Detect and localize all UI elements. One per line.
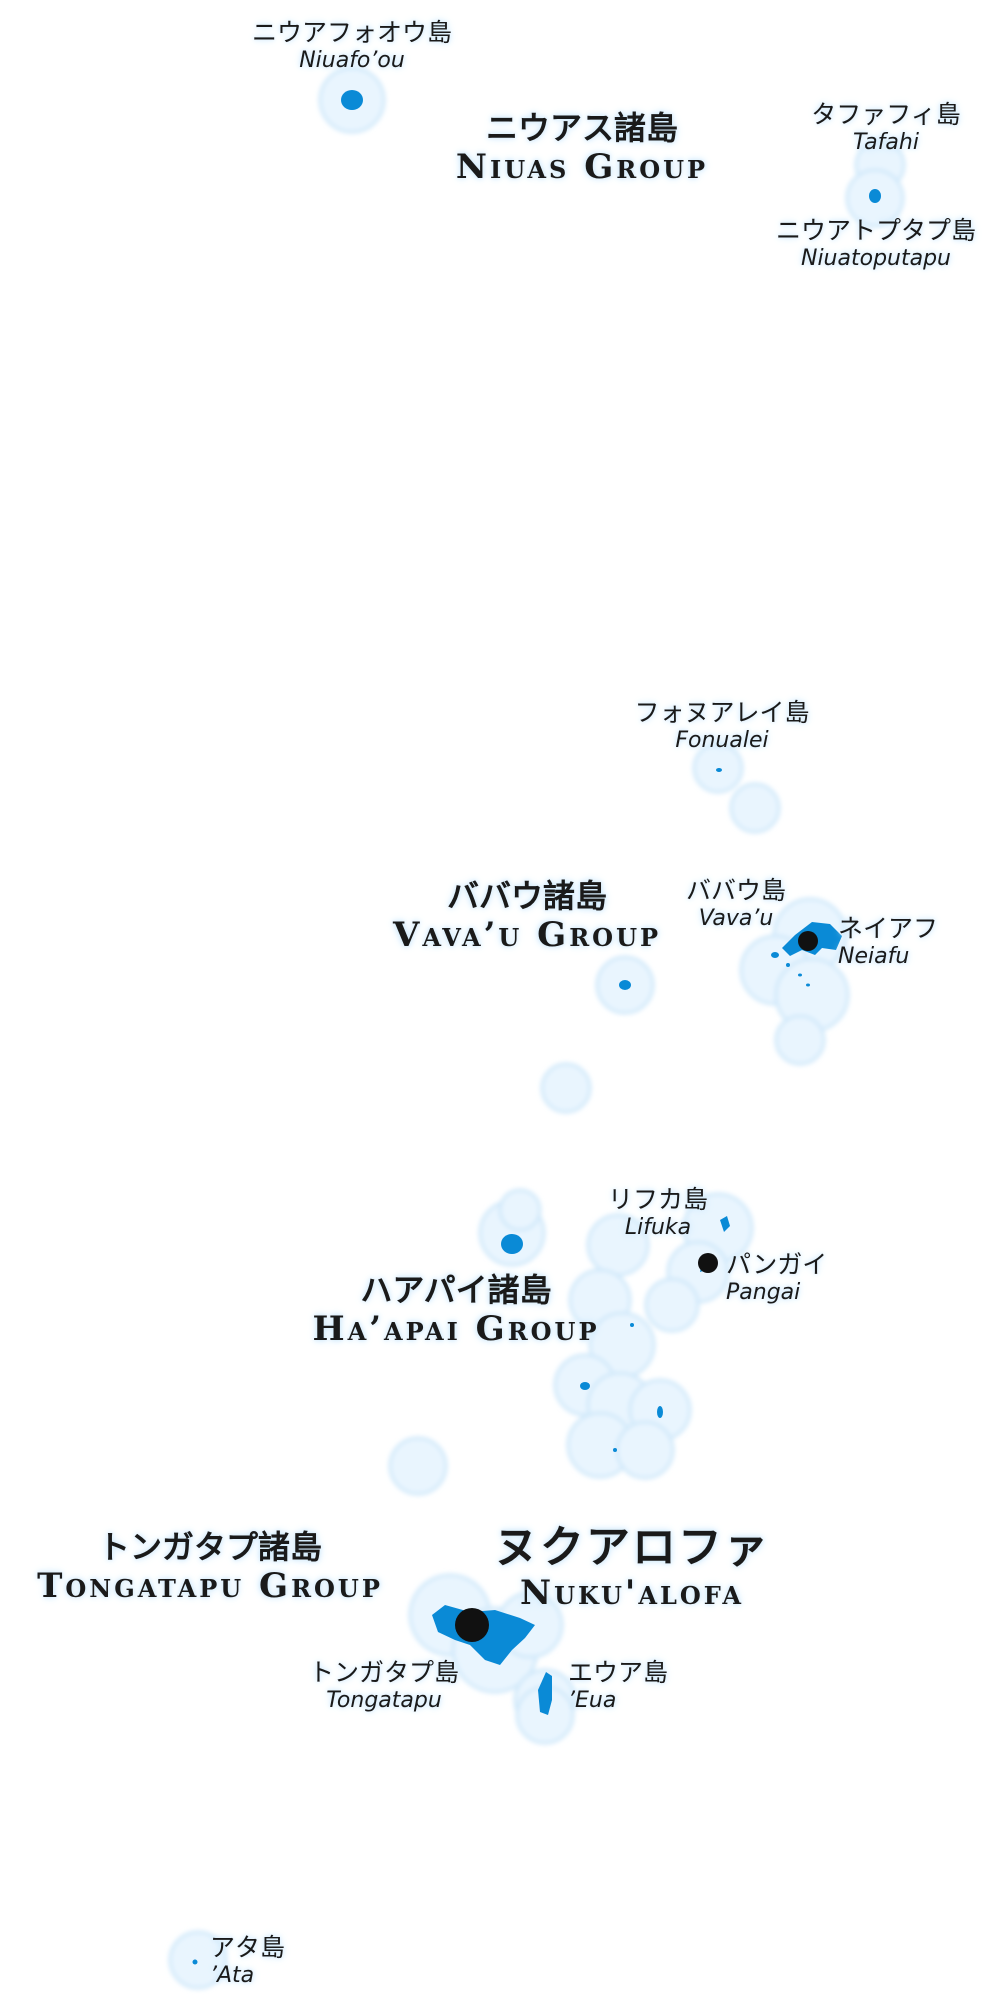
fonualei-en: Fonualei bbox=[675, 728, 769, 753]
halo-kao bbox=[498, 1188, 542, 1232]
label-vavau-group: ババウ諸島 Vava’u Group bbox=[393, 876, 661, 954]
town-dot-pangai bbox=[698, 1253, 718, 1273]
land-tofua bbox=[501, 1234, 523, 1254]
haapai-group-en: Ha’apai Group bbox=[312, 1309, 600, 1349]
capital-ja: ヌクアロファ bbox=[494, 1522, 770, 1573]
halo-haapai-8 bbox=[615, 1420, 675, 1480]
label-tongatapu-group: トンガタプ諸島 Tongatapu Group bbox=[37, 1527, 383, 1605]
label-fonualei: フォヌアレイ島 Fonualei bbox=[634, 698, 809, 754]
ata-ja: アタ島 bbox=[210, 1933, 286, 1962]
land-fonualei bbox=[716, 768, 722, 772]
town-markers bbox=[455, 931, 818, 1642]
halo-hunga bbox=[388, 1436, 448, 1496]
ata-en: ’Ata bbox=[210, 1963, 255, 1988]
land-vavau-s2 bbox=[798, 973, 802, 977]
label-eua: エウア島 ’Eua bbox=[568, 1658, 668, 1714]
land-vavau-s1 bbox=[786, 963, 790, 967]
label-capital-nukualofa: ヌクアロファ Nuku'alofa bbox=[494, 1522, 770, 1612]
land-vavau-w bbox=[771, 952, 779, 958]
label-pangai: パンガイ Pangai bbox=[726, 1250, 827, 1306]
tafahi-en: Tafahi bbox=[853, 130, 919, 155]
halo-ata bbox=[168, 1930, 228, 1990]
land-lifuka bbox=[720, 1216, 730, 1232]
halo-fonualei-2 bbox=[729, 782, 781, 834]
label-tafahi: タファフィ島 Tafahi bbox=[811, 100, 961, 156]
lifuka-en: Lifuka bbox=[624, 1215, 692, 1240]
land-ata bbox=[192, 1959, 198, 1965]
niuatoputapu-ja: ニウアトプタプ島 bbox=[775, 216, 977, 245]
land-vavau-s3 bbox=[806, 983, 810, 987]
halo-lifuka-3 bbox=[644, 1277, 700, 1333]
label-niuatoputapu: ニウアトプタプ島 Niuatoputapu bbox=[776, 216, 976, 272]
land-niuafoou bbox=[341, 90, 363, 110]
label-haapai-group: ハアパイ諸島 Ha’apai Group bbox=[312, 1270, 599, 1348]
niuatoputapu-en: Niuatoputapu bbox=[800, 246, 952, 271]
label-neiafu: ネイアフ Neiafu bbox=[838, 914, 938, 970]
capital-dot-nukualofa bbox=[455, 1608, 489, 1642]
land-haapai-b bbox=[657, 1406, 663, 1418]
niuas-group-en: Niuas Group bbox=[455, 147, 709, 187]
label-lifuka: リフカ島 Lifuka bbox=[608, 1185, 708, 1241]
label-ata: アタ島 ’Ata bbox=[210, 1933, 285, 1989]
niuafoou-ja: ニウアフォオウ島 bbox=[251, 18, 453, 47]
label-niuafoou: ニウアフォオウ島 Niuafo’ou bbox=[252, 18, 452, 74]
halo-lateiki bbox=[540, 1062, 592, 1114]
label-tongatapu-island: トンガタプ島 Tongatapu bbox=[309, 1658, 459, 1714]
niuas-group-ja: ニウアス諸島 bbox=[485, 109, 678, 147]
island-halos bbox=[168, 66, 906, 1990]
fonualei-ja: フォヌアレイ島 bbox=[634, 698, 810, 727]
niuafoou-en: Niuafo’ou bbox=[299, 48, 405, 73]
eua-ja: エウア島 bbox=[568, 1658, 669, 1687]
land-haapai-c bbox=[630, 1323, 634, 1327]
vavau-group-ja: ババウ諸島 bbox=[446, 877, 608, 915]
haapai-group-ja: ハアパイ諸島 bbox=[360, 1271, 552, 1309]
halo-vavau-4 bbox=[774, 1014, 826, 1066]
tongatapu-island-en: Tongatapu bbox=[326, 1688, 442, 1713]
town-dot-neiafu bbox=[798, 931, 818, 951]
vavau-ja: ババウ島 bbox=[685, 876, 787, 905]
neiafu-en: Neiafu bbox=[838, 944, 910, 969]
pangai-en: Pangai bbox=[726, 1280, 801, 1305]
vavau-en: Vava’u bbox=[698, 906, 774, 931]
land-tafahi bbox=[869, 189, 881, 203]
vavau-group-en: Vava’u Group bbox=[392, 915, 662, 955]
tafahi-ja: タファフィ島 bbox=[811, 100, 961, 129]
pangai-ja: パンガイ bbox=[726, 1250, 828, 1279]
tongatapu-island-ja: トンガタプ島 bbox=[308, 1658, 460, 1687]
lifuka-ja: リフカ島 bbox=[607, 1185, 709, 1214]
halo-fonualei bbox=[692, 742, 744, 794]
label-vavau: ババウ島 Vava’u bbox=[686, 876, 786, 932]
land-haapai-d bbox=[613, 1448, 617, 1452]
neiafu-ja: ネイアフ bbox=[838, 914, 939, 943]
land-eua bbox=[538, 1672, 552, 1715]
label-niuas-group: ニウアス諸島 Niuas Group bbox=[456, 108, 708, 186]
tongatapu-group-en: Tongatapu Group bbox=[37, 1566, 383, 1606]
capital-en: Nuku'alofa bbox=[519, 1573, 744, 1613]
land-haapai-a bbox=[580, 1382, 590, 1390]
eua-en: ’Eua bbox=[568, 1688, 617, 1713]
tongatapu-group-ja: トンガタプ諸島 bbox=[97, 1528, 323, 1566]
land-vavau-west-island bbox=[619, 980, 631, 990]
